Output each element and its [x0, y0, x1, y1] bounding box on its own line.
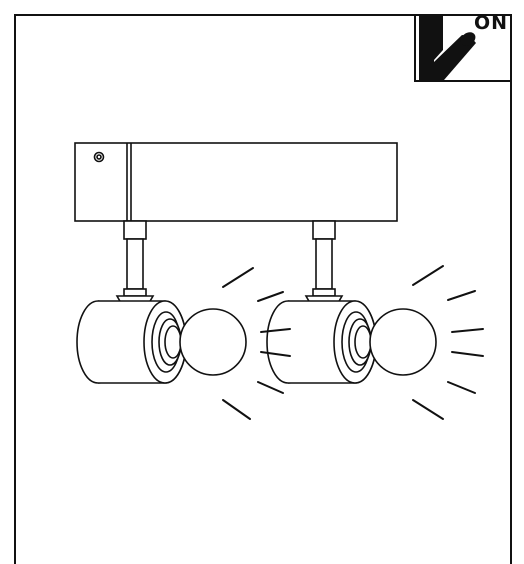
bulb-left — [179, 308, 247, 376]
stem-left — [115, 220, 155, 304]
page-frame — [14, 14, 512, 564]
light-rays-left — [222, 267, 291, 420]
stem-right — [304, 220, 344, 304]
spotlight-left — [76, 300, 247, 384]
on-label: ON — [474, 12, 509, 34]
light-switch-on-icon — [419, 15, 476, 81]
mounting-box — [74, 142, 398, 222]
bulb-right — [369, 308, 437, 376]
switch-indicator — [414, 14, 512, 82]
light-rays-right — [412, 265, 484, 420]
spotlight-right — [266, 300, 437, 384]
